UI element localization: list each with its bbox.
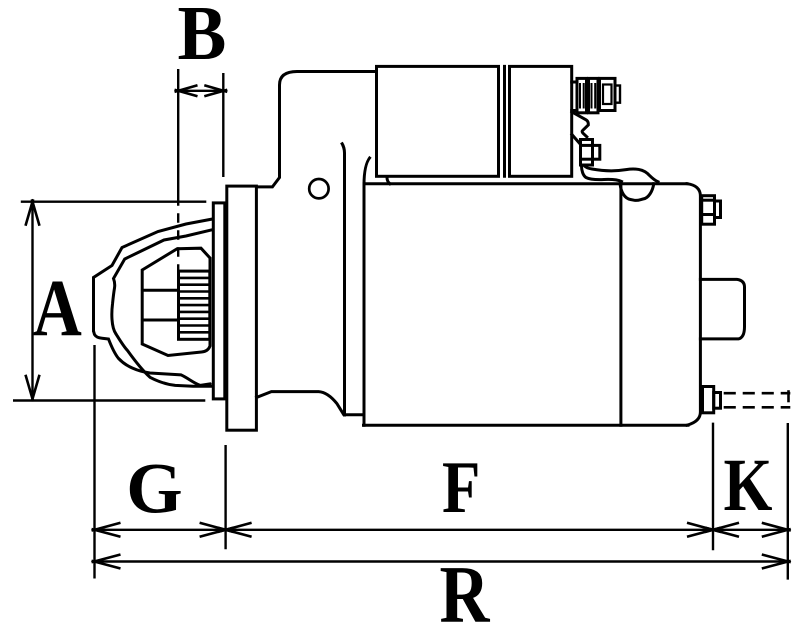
svg-text:B: B <box>178 0 227 76</box>
svg-text:G: G <box>126 449 182 529</box>
svg-text:K: K <box>724 443 773 526</box>
svg-text:A: A <box>33 264 82 354</box>
svg-text:F: F <box>442 446 480 528</box>
svg-text:R: R <box>440 550 491 623</box>
